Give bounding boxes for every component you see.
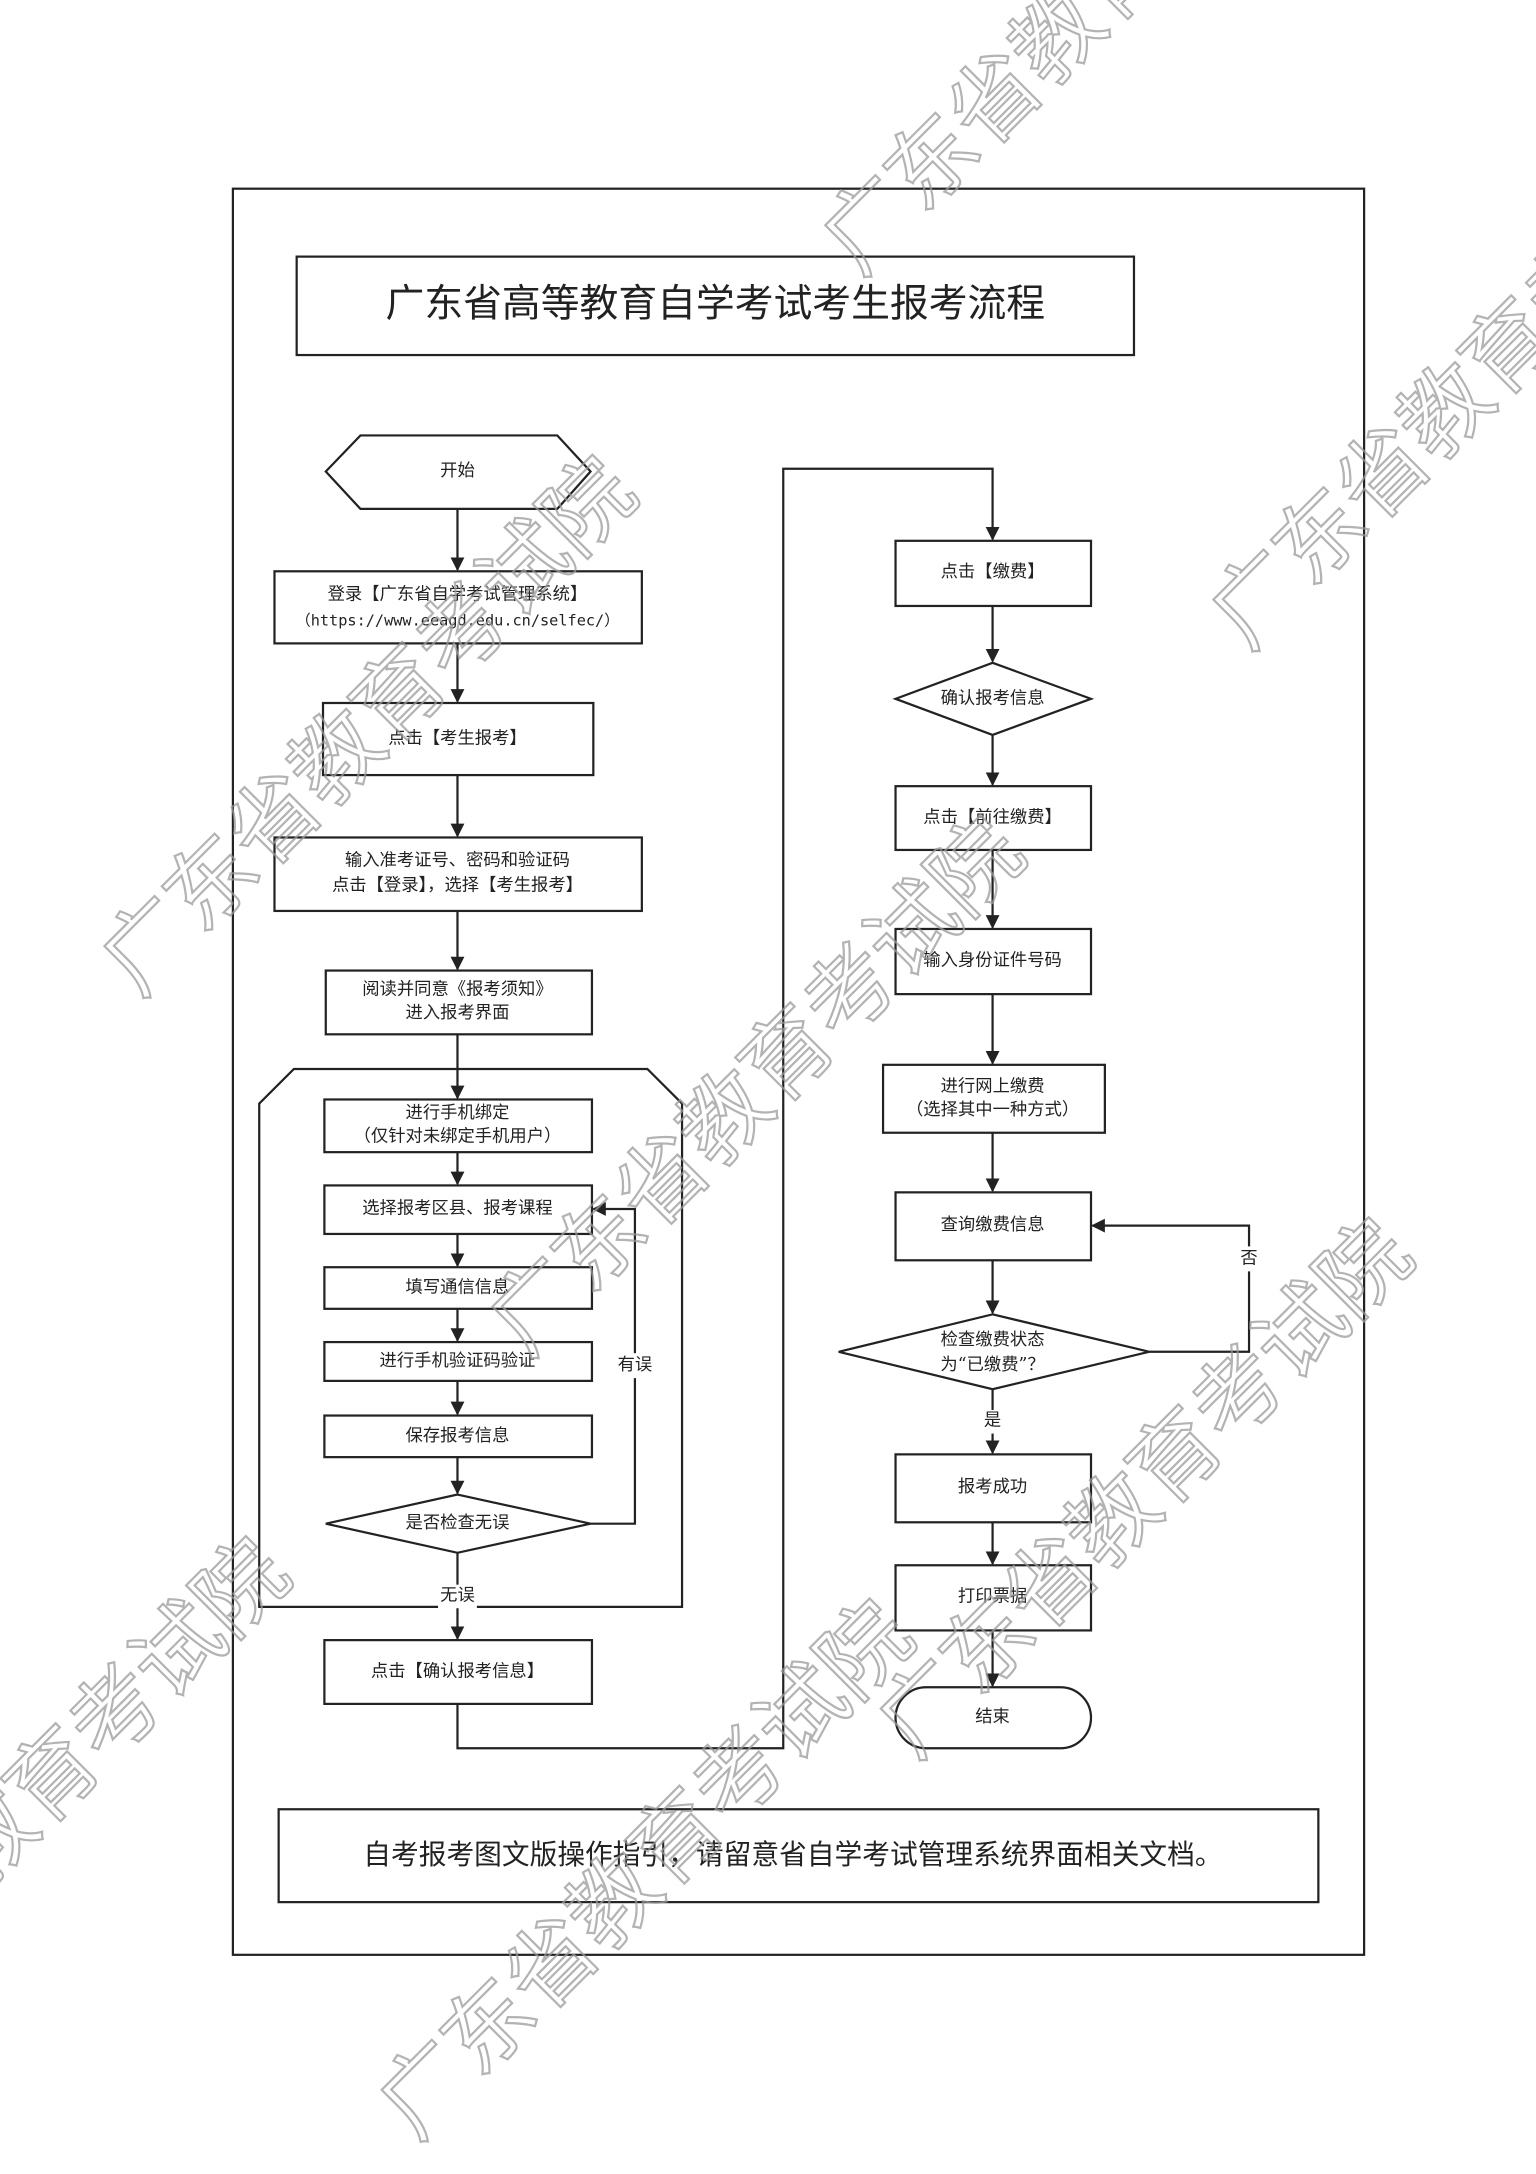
online-pay-line1: 进行网上缴费: [941, 1076, 1045, 1096]
login-step-url: （https://www.eeagd.edu.cn/selfec/）: [295, 612, 619, 630]
end-label: 结束: [975, 1707, 1010, 1727]
ok-label: 无误: [440, 1585, 475, 1605]
error-label: 有误: [618, 1355, 653, 1375]
id-input-label: 输入身份证件号码: [923, 950, 1062, 970]
id-input-step: [894, 927, 1093, 996]
read-notice-step: [324, 969, 594, 1036]
input-credentials-step: [273, 836, 643, 913]
sms-verify-step: [323, 1340, 594, 1383]
title-box: [295, 255, 1136, 357]
end-node: [894, 1686, 1093, 1750]
connector-to-payment: [456, 467, 1000, 1750]
pay-status-line2: 为“已缴费”？: [940, 1355, 1044, 1375]
yes-label: 是: [984, 1411, 1001, 1431]
login-step-title: 登录【广东省自学考试管理系统】: [328, 584, 588, 604]
online-pay-step: [881, 1063, 1106, 1134]
pay-status-line1: 检查缴费状态: [941, 1330, 1045, 1350]
input-step-line2: 点击【登录】，选择【考生报考】: [332, 875, 583, 895]
fill-contact-step: [323, 1266, 594, 1310]
confirm-apply-step: [323, 1639, 594, 1706]
bind-step-line2: （仅针对未绑定手机用户）: [354, 1126, 562, 1146]
fill-contact-label: 填写通信信息: [406, 1278, 510, 1298]
input-step-line1: 输入准考证号、密码和验证码: [345, 851, 570, 871]
click-apply-label: 点击【考生报考】: [388, 729, 527, 749]
pay-label: 点击【缴费】: [941, 562, 1045, 582]
select-course-step: [323, 1184, 594, 1236]
query-pay-label: 查询缴费信息: [941, 1215, 1045, 1235]
online-pay-line2: （选择其中一种方式）: [906, 1100, 1079, 1120]
footer-note-box: [277, 1808, 1320, 1904]
check-decision-label: 是否检查无误: [406, 1513, 510, 1533]
page-title: 广东省高等教育自学考试考生报考流程: [386, 282, 1046, 327]
read-step-line1: 阅读并同意《报考须知》: [362, 979, 552, 999]
no-label: 否: [1240, 1248, 1257, 1268]
read-step-line2: 进入报考界面: [406, 1003, 510, 1023]
save-info-label: 保存报考信息: [406, 1426, 510, 1446]
start-node: [324, 434, 593, 511]
success-label: 报考成功: [958, 1477, 1027, 1497]
footer-note: 自考报考图文版操作指引，请留意省自学考试管理系统界面相关文档。: [363, 1838, 1222, 1871]
start-label: 开始: [440, 461, 475, 481]
confirm-info-label: 确认报考信息: [941, 688, 1045, 708]
apply-process-container: [258, 1067, 684, 1608]
confirm-apply-label: 点击【确认报考信息】: [371, 1662, 544, 1682]
print-label: 打印票据: [958, 1587, 1027, 1607]
bind-step-line1: 进行手机绑定: [406, 1103, 510, 1123]
sms-verify-label: 进行手机验证码验证: [380, 1351, 536, 1371]
go-pay-label: 点击【前往缴费】: [923, 808, 1062, 828]
no-loop-arrow: [1091, 1218, 1251, 1353]
save-info-step: [323, 1414, 594, 1459]
pay-step: [894, 539, 1093, 608]
select-course-label: 选择报考区县、报考课程: [362, 1198, 552, 1218]
print-step: [894, 1564, 1093, 1632]
go-pay-step: [894, 785, 1093, 852]
phone-bind-step: [323, 1098, 594, 1154]
click-apply-step: [321, 701, 595, 777]
